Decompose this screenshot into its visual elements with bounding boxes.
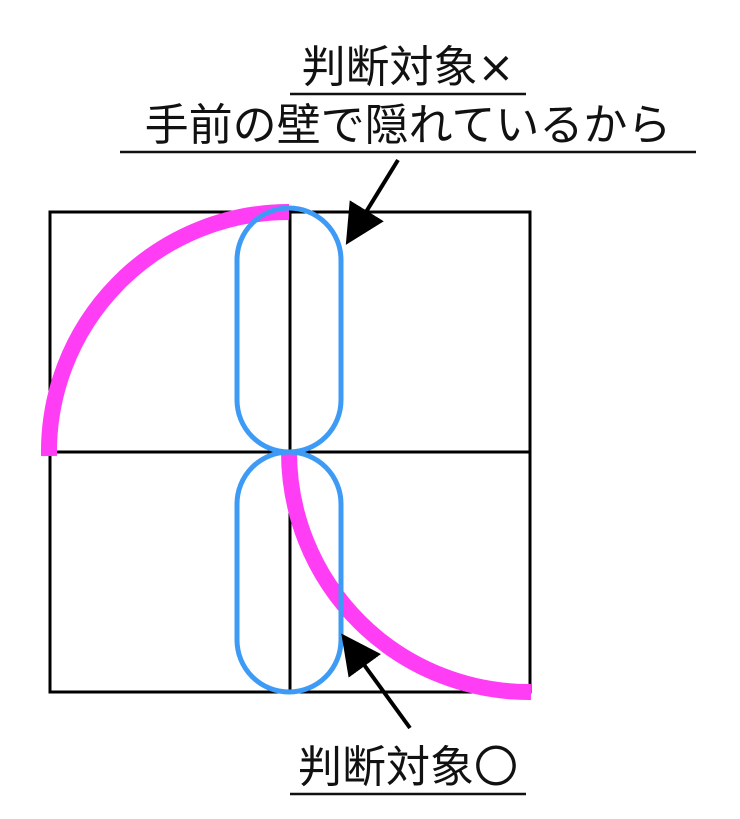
- bottom-annotation: 判断対象〇: [298, 742, 518, 793]
- magenta-arc-lower-right: [281, 451, 532, 701]
- arrow-top: [345, 158, 400, 245]
- magenta-arc-upper-left: [40, 204, 290, 457]
- top-annotation-line1: 判断対象×: [302, 42, 515, 93]
- arrow-bottom: [341, 633, 412, 730]
- blue-pill-lower: [234, 449, 344, 695]
- top-annotation-line2: 手前の壁で隠れているから: [145, 100, 672, 151]
